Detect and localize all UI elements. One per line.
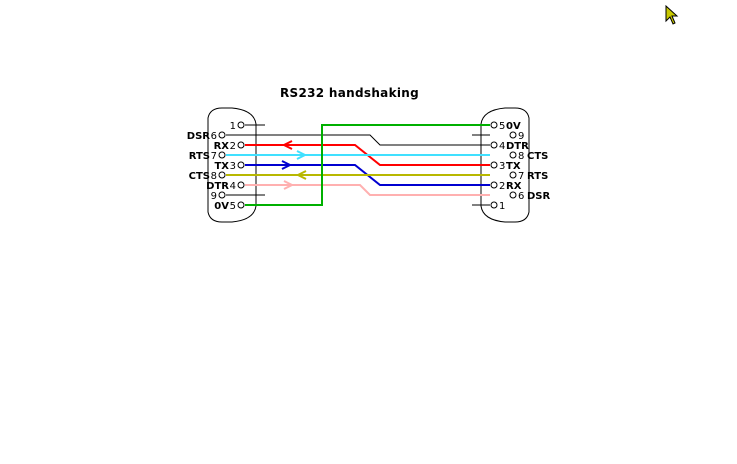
right-pin-3-hole bbox=[490, 161, 498, 169]
right-pin-name: TX bbox=[506, 161, 521, 172]
arrow-rx-left bbox=[281, 140, 293, 150]
wire-dtr-dsr bbox=[245, 184, 490, 196]
wire-ground bbox=[245, 124, 490, 206]
right-pin-name: RTS bbox=[527, 171, 548, 182]
right-pin-number: 5 bbox=[499, 121, 505, 132]
left-pin-number: 2 bbox=[230, 141, 236, 152]
right-pin-8-hole bbox=[509, 151, 517, 159]
left-pin-6-hole bbox=[218, 131, 226, 139]
right-pin-number: 7 bbox=[518, 171, 524, 182]
diagram-title: RS232 handshaking bbox=[280, 86, 419, 100]
right-pin-number: 4 bbox=[499, 141, 505, 152]
left-pin-9-hole bbox=[218, 191, 226, 199]
right-pin-number: 3 bbox=[499, 161, 505, 172]
right-pin-1-hole bbox=[490, 201, 498, 209]
right-pin-name: DSR bbox=[527, 191, 551, 202]
left-pin-number: 5 bbox=[230, 201, 236, 212]
left-pin-number: 7 bbox=[211, 151, 217, 162]
right-connector-shell bbox=[480, 107, 530, 223]
arrow-dtr-right bbox=[283, 180, 295, 190]
left-pin-number: 9 bbox=[211, 191, 217, 202]
left-pin-number: 4 bbox=[230, 181, 236, 192]
right-pin-name: 0V bbox=[506, 121, 521, 132]
left-pin-7-hole bbox=[218, 151, 226, 159]
left-pin-name: RX bbox=[214, 141, 230, 152]
right-pin-number: 9 bbox=[518, 131, 524, 142]
left-pin-8-hole bbox=[218, 171, 226, 179]
left-pin-name: DTR bbox=[206, 181, 229, 192]
left-pin-name: 0V bbox=[214, 201, 229, 212]
left-pin-name: DSR bbox=[187, 131, 211, 142]
left-pin-3-hole bbox=[237, 161, 245, 169]
left-pin-number: 1 bbox=[230, 121, 236, 132]
right-pin-name: DTR bbox=[506, 141, 529, 152]
arrow-cts-left bbox=[295, 170, 307, 180]
left-pin-4-hole bbox=[237, 181, 245, 189]
right-pin-9-hole bbox=[509, 131, 517, 139]
right-pin-4-hole bbox=[490, 141, 498, 149]
right-pin-number: 8 bbox=[518, 151, 524, 162]
wire-dsr-dtr bbox=[226, 134, 490, 146]
left-pin-name: CTS bbox=[189, 171, 210, 182]
left-pin-2-hole bbox=[237, 141, 245, 149]
right-pin-6-hole bbox=[509, 191, 517, 199]
arrow-rts-right bbox=[296, 150, 308, 160]
right-pin-number: 2 bbox=[499, 181, 505, 192]
right-pin-2-hole bbox=[490, 181, 498, 189]
right-pin-name: CTS bbox=[527, 151, 548, 162]
left-pin-1-hole bbox=[237, 121, 245, 129]
left-pin-number: 8 bbox=[211, 171, 217, 182]
right-pin-name: RX bbox=[506, 181, 522, 192]
left-pin-name: RTS bbox=[189, 151, 210, 162]
arrow-cursor-icon bbox=[665, 5, 679, 25]
right-pin-7-hole bbox=[509, 171, 517, 179]
left-pin-5-hole bbox=[237, 201, 245, 209]
left-pin-number: 3 bbox=[230, 161, 236, 172]
arrow-tx-right bbox=[281, 160, 293, 170]
left-pin-name: TX bbox=[214, 161, 229, 172]
right-pin-number: 6 bbox=[518, 191, 524, 202]
right-pin-5-hole bbox=[490, 121, 498, 129]
right-pin-number: 1 bbox=[499, 201, 505, 212]
left-pin-number: 6 bbox=[211, 131, 217, 142]
